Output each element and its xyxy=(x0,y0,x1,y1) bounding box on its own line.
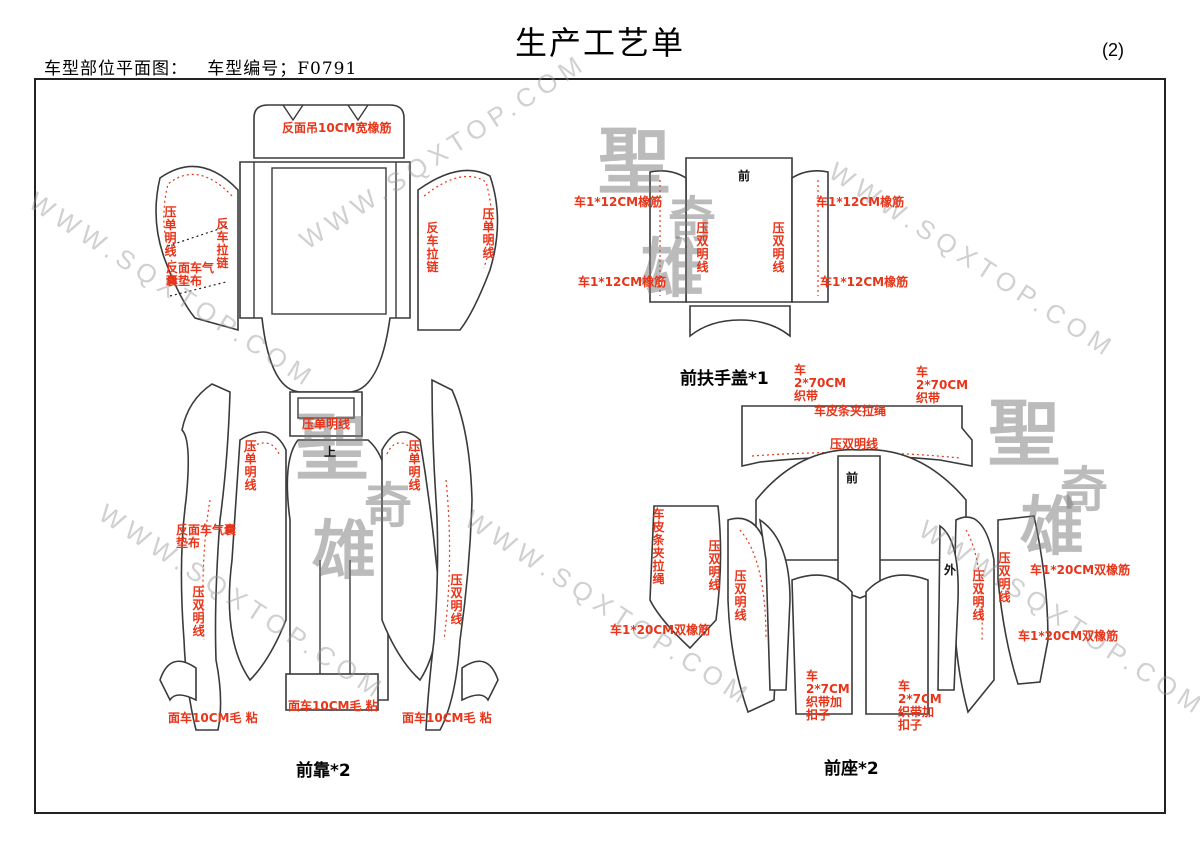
annotation-seat-right-elastic-1: 车1*20CM双橡筋 xyxy=(1030,563,1131,577)
watermark-logo: 奇 xyxy=(668,192,717,248)
annotation-back-left-wing-3: 反面车气囊垫布 xyxy=(166,261,215,288)
annotation-back-bottom-left: 面车10CM毛 粘 xyxy=(168,711,258,725)
watermark-logo: 聖 xyxy=(988,391,1061,476)
annotation-seat-left-double-1: 压双明线 xyxy=(708,539,721,592)
annotation-seat-top-right: 车2*70CM织带 xyxy=(916,365,969,405)
subtitle-line: 车型部位平面图： 车型编号；F0791 xyxy=(44,54,357,79)
back-center-panel xyxy=(286,439,390,701)
seat-left-flap xyxy=(649,505,722,650)
watermark-logo: 聖 xyxy=(296,405,369,490)
armrest-bottom xyxy=(689,305,791,338)
annotation-seat-left-double-2: 压双明线 xyxy=(734,569,747,622)
annotation-seat-strip: 车皮条夹拉绳 xyxy=(814,404,887,418)
armrest-right xyxy=(791,170,829,303)
back-caption: 前靠*2 xyxy=(296,761,351,781)
annotation-seat-bottom-left: 车2*7CM织带加扣子 xyxy=(806,669,850,722)
annotation-seat-right-double-1: 压双明线 xyxy=(972,569,985,622)
document-title: 生产工艺单 xyxy=(514,24,685,62)
annotation-seat-bottom-right: 车2*7CM织带加扣子 xyxy=(898,679,942,732)
annotation-back-left-mid: 压单明线 xyxy=(244,439,257,492)
seat-caption: 前座*2 xyxy=(824,759,879,779)
annotation-armrest-right-top: 车1*12CM橡筋 xyxy=(816,195,905,209)
annotation-back-left-side-1: 反面车气囊垫布 xyxy=(176,523,237,550)
annotation-back-right-mid: 压单明线 xyxy=(408,439,421,492)
annotation-back-right-side: 压双明线 xyxy=(450,573,463,626)
armrest-caption: 前扶手盖*1 xyxy=(680,369,769,389)
annotation-seat-right-double-2: 压双明线 xyxy=(998,551,1011,604)
annotation-seat-right-elastic-2: 车1*20CM双橡筋 xyxy=(1018,629,1119,643)
watermark-logo: 聖 xyxy=(598,119,671,204)
back-neck xyxy=(289,391,363,437)
watermark-logo: 雄 xyxy=(640,232,704,307)
back-right-wing xyxy=(417,169,499,331)
annotation-back-left-side-2: 压双明线 xyxy=(192,585,205,638)
annotation-back-right-wing-1: 反车拉链 xyxy=(426,221,439,274)
annotation-back-up: 上 xyxy=(324,445,337,459)
back-inner-right xyxy=(381,431,440,682)
annotation-seat-left-strip: 车皮条夹拉绳 xyxy=(652,507,665,586)
back-left-side xyxy=(180,383,231,731)
annotation-seat-double-top: 压双明线 xyxy=(830,437,879,451)
back-inner-left xyxy=(228,431,287,682)
armrest-left xyxy=(649,170,687,303)
plan-label: 车型部位平面图： xyxy=(44,59,188,79)
annotation-armrest-left-double: 压双明线 xyxy=(696,221,709,274)
annotation-seat-top-left: 车2*70CM织带 xyxy=(794,363,847,403)
seat-lower-right xyxy=(865,574,929,715)
watermark-logo: 雄 xyxy=(312,514,376,589)
annotation-back-right-wing-2: 压单明线 xyxy=(482,207,495,260)
annotation-armrest-left-bottom: 车1*12CM橡筋 xyxy=(578,275,667,289)
annotation-armrest-right-bottom: 车1*12CM橡筋 xyxy=(820,275,909,289)
seat-lower-left xyxy=(791,574,853,715)
page-number: (2) xyxy=(1102,40,1124,60)
annotation-armrest-front: 前 xyxy=(738,169,751,183)
annotation-back-left-wing-2: 反车拉链 xyxy=(216,217,229,270)
annotation-back-top: 反面吊10CM宽橡筋 xyxy=(282,121,392,135)
watermark-logo: 奇 xyxy=(364,478,413,534)
drawing-frame xyxy=(34,78,1166,814)
annotation-armrest-left-top: 车1*12CM橡筋 xyxy=(574,195,663,209)
model-number: 车型编号；F0791 xyxy=(207,59,358,79)
annotation-back-left-wing-1: 压单明线 xyxy=(164,205,177,258)
annotation-seat-outer: 外 xyxy=(944,563,957,577)
watermark-logo: 奇 xyxy=(1060,462,1109,518)
seat-center-tongue xyxy=(837,455,881,599)
annotation-seat-front: 前 xyxy=(846,471,859,485)
back-left-wing xyxy=(155,165,239,332)
seat-right-flap xyxy=(997,515,1049,685)
annotation-armrest-right-double: 压双明线 xyxy=(772,221,785,274)
annotation-back-center-top: 压单明线 xyxy=(302,417,351,431)
annotation-back-bottom-right: 面车10CM毛 粘 xyxy=(402,711,492,725)
annotation-back-bottom-center: 面车10CM毛 粘 xyxy=(288,699,378,713)
watermark-logo: 雄 xyxy=(1020,490,1084,565)
annotation-seat-left-elastic: 车1*20CM双橡筋 xyxy=(610,623,711,637)
